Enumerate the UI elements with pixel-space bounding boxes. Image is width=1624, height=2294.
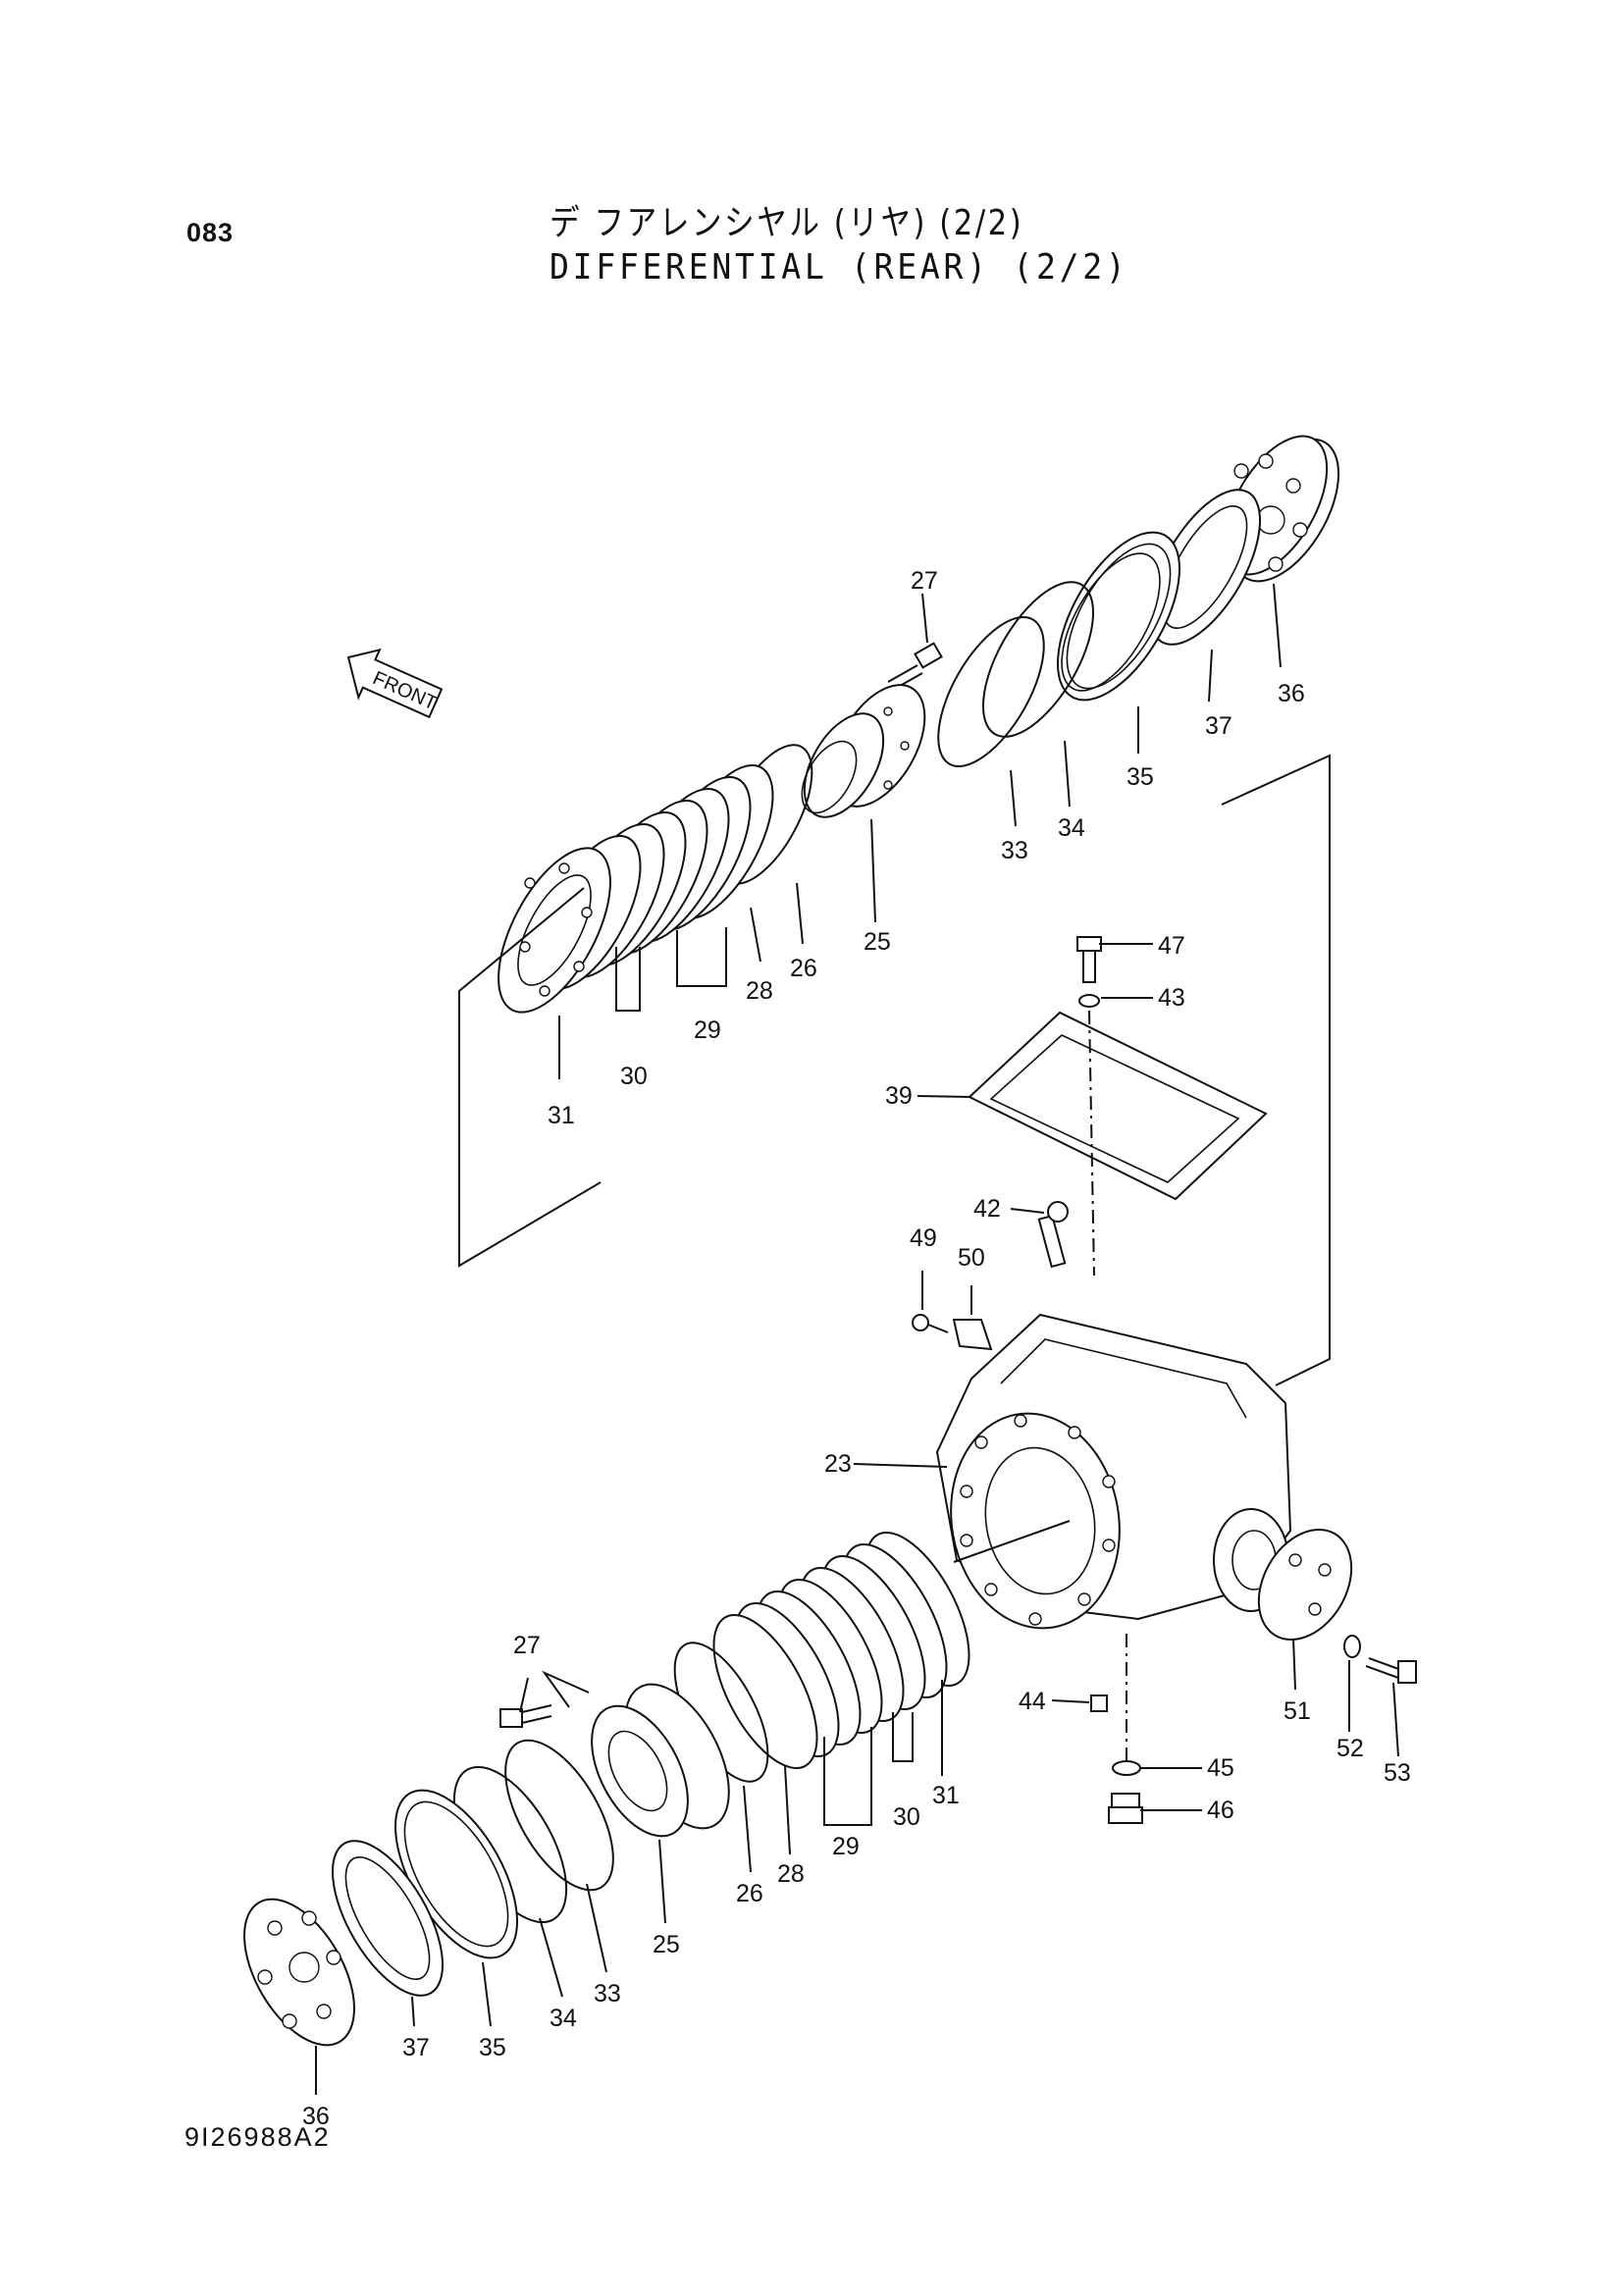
part-23-housing [935, 1313, 1292, 1630]
callout: 52 [1336, 1735, 1364, 1762]
callout: 39 [885, 1082, 913, 1110]
part-34-upper [982, 581, 1094, 738]
title-english: DIFFERENTIAL (REAR) (2/2) [550, 247, 1129, 287]
callout: 53 [1384, 1759, 1411, 1787]
callout: 29 [832, 1833, 860, 1860]
bolt-centerline [1088, 1010, 1095, 1277]
part-47-bolt [1076, 936, 1102, 983]
callout: 30 [620, 1063, 648, 1090]
part-53-bolt [1365, 1657, 1417, 1684]
callout: 26 [790, 955, 817, 982]
callout: 51 [1283, 1697, 1311, 1725]
part-51-plate [1257, 1528, 1353, 1642]
callout: 31 [932, 1782, 960, 1809]
callout: 35 [1126, 763, 1154, 791]
guide-line-lower [953, 1520, 1071, 1563]
callout-labels: 27 36 37 35 33 34 25 26 28 29 30 31 47 4… [302, 567, 1411, 2130]
part-35-upper [1057, 531, 1180, 702]
part-44-plug [1090, 1694, 1108, 1712]
callout: 50 [958, 1244, 985, 1272]
callout: 46 [1207, 1797, 1234, 1824]
callout: 47 [1158, 932, 1185, 960]
part-45-oring [1112, 1760, 1141, 1776]
callout: 28 [777, 1860, 805, 1888]
part-27-lower [499, 1704, 552, 1728]
callout: 34 [550, 2005, 577, 2032]
part-52-washer [1343, 1635, 1361, 1658]
callout: 35 [479, 2034, 506, 2061]
callout: 26 [736, 1880, 763, 1907]
guide-line-upper-right [1221, 754, 1331, 1386]
callout: 36 [1278, 680, 1305, 707]
disc-stack-lower [712, 1531, 970, 1770]
part-33-upper [937, 615, 1045, 768]
part-43-washer [1078, 994, 1100, 1008]
callout: 45 [1207, 1754, 1234, 1782]
leader-lines [315, 583, 1399, 2095]
part-49-screw [912, 1314, 949, 1333]
callout: 44 [1019, 1688, 1046, 1715]
guide-line-upper-left [458, 887, 602, 1268]
callout: 49 [910, 1225, 937, 1252]
title-japanese: デ フアレンシヤル (リヤ) (2/2) [550, 203, 1024, 243]
part-33-lower [504, 1739, 614, 1892]
callout: 42 [973, 1195, 1001, 1223]
callout: 33 [1001, 837, 1028, 864]
part-50-bracket [952, 1319, 993, 1351]
page-number: 083 [186, 218, 235, 247]
part-36-lower [243, 1898, 355, 2047]
document-code: 9I26988A2 [184, 2122, 331, 2152]
part-25-lower [591, 1683, 730, 1838]
part-46-drain-plug [1108, 1793, 1143, 1824]
callout: 27 [513, 1632, 541, 1659]
callout: 23 [824, 1450, 852, 1478]
part-27-upper [887, 642, 943, 691]
part-25-upper [801, 684, 926, 818]
callout: 43 [1158, 984, 1185, 1012]
callout: 25 [653, 1931, 680, 1958]
part-42-breather [1037, 1201, 1069, 1269]
part-39-gasket [968, 1011, 1268, 1201]
callout: 37 [402, 2034, 430, 2061]
callout: 37 [1205, 712, 1232, 740]
callout: 33 [594, 1980, 621, 2007]
front-arrow: FRONT [346, 648, 444, 719]
callout: 29 [694, 1017, 721, 1044]
callout: 34 [1058, 814, 1085, 842]
callout: 27 [911, 567, 938, 595]
bolt-leader-lower [542, 1670, 590, 1708]
callout: 30 [893, 1803, 920, 1831]
callout: 25 [864, 928, 891, 956]
callout: 28 [746, 977, 773, 1005]
callout: 31 [548, 1102, 575, 1129]
callout: 36 [302, 2103, 330, 2130]
part-37-lower [332, 1840, 444, 1997]
